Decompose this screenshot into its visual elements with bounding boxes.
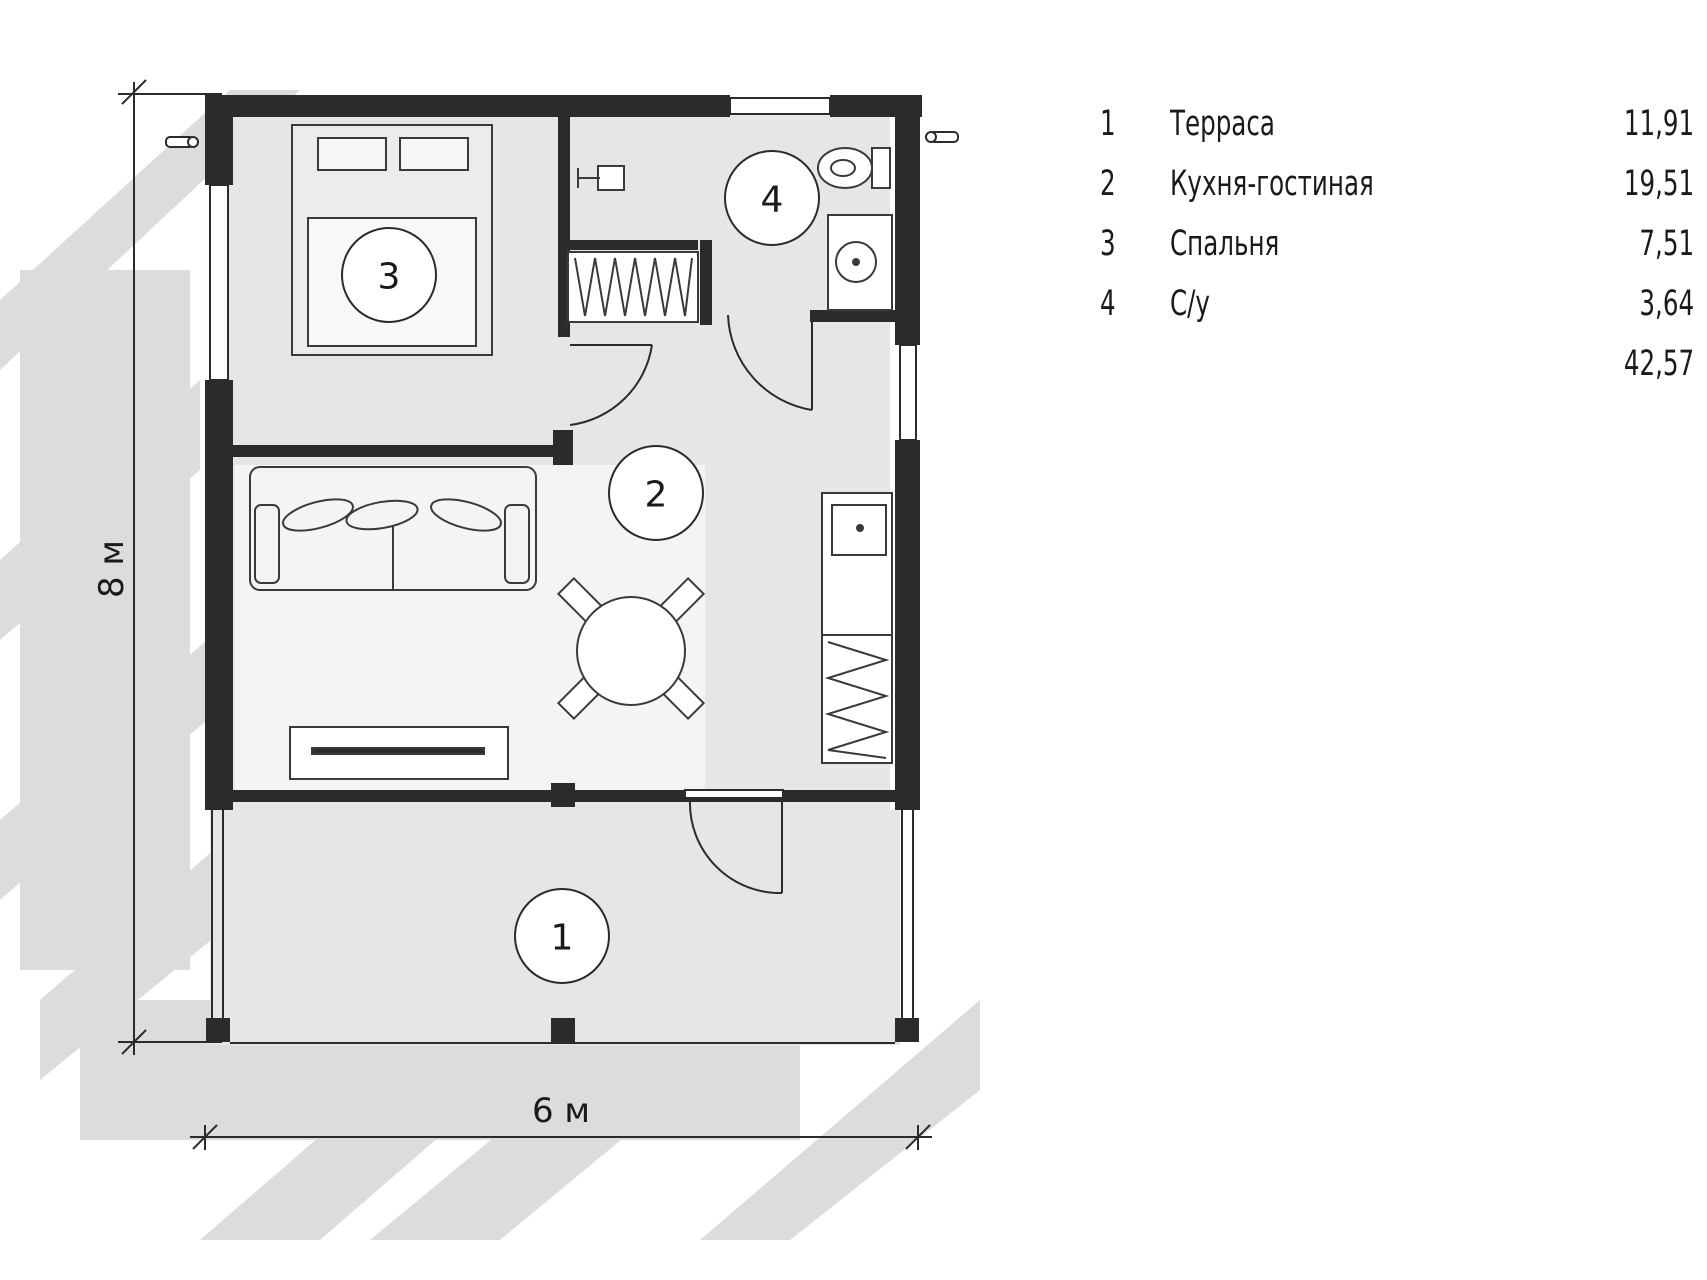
legend-room-name: С/у [1170, 284, 1210, 324]
legend-room-name: Терраса [1170, 104, 1275, 144]
terrace-rails [211, 802, 914, 1044]
room-4-marker: 4 [724, 150, 820, 246]
svg-text:4: 4 [761, 180, 784, 221]
wall-lamps [165, 131, 959, 148]
room-2-marker: 2 [608, 445, 704, 541]
entrance-door-frame [684, 789, 784, 799]
room-1-marker: 1 [514, 888, 610, 984]
legend-row-1: 1 Терраса 11,91 [1100, 104, 1700, 164]
legend-total-area: 42,57 [1623, 344, 1694, 384]
legend-room-number: 4 [1100, 284, 1116, 324]
doors [569, 314, 813, 895]
bathroom-sink [827, 214, 893, 311]
tv-stand [289, 726, 509, 780]
svg-text:3: 3 [378, 257, 401, 298]
terrace-posts [206, 783, 919, 1042]
width-dimension-label: 6 м [532, 1091, 590, 1131]
legend-row-3: 3 Спальня 7,51 [1100, 224, 1700, 284]
height-dimension-label: 8 м [92, 540, 132, 598]
legend-total-row: 42,57 [1100, 344, 1700, 404]
legend-room-area: 11,91 [1623, 104, 1694, 144]
sofa [249, 466, 537, 591]
svg-text:1: 1 [551, 918, 574, 959]
legend-room-number: 3 [1100, 224, 1116, 264]
height-dimension-line [118, 79, 222, 1055]
legend-row-2: 2 Кухня-гостиная 19,51 [1100, 164, 1700, 224]
dining-table [556, 576, 706, 721]
wardrobe [567, 251, 699, 323]
svg-text:2: 2 [645, 475, 668, 516]
legend-row-4: 4 С/у 3,64 [1100, 284, 1700, 344]
legend-room-name: Кухня-гостиная [1170, 164, 1374, 204]
legend-room-name: Спальня [1170, 224, 1280, 264]
toilet [817, 147, 891, 189]
legend-room-area: 7,51 [1639, 224, 1694, 264]
room-legend: 1 Терраса 11,91 2 Кухня-гостиная 19,51 3… [1100, 104, 1700, 404]
legend-room-area: 19,51 [1623, 164, 1694, 204]
legend-room-number: 2 [1100, 164, 1116, 204]
shower-tap [577, 165, 625, 191]
room-3-marker: 3 [341, 227, 437, 323]
legend-room-area: 3,64 [1639, 284, 1694, 324]
windows [209, 97, 917, 441]
floor-plan: 1 2 3 4 8 м [0, 79, 980, 1240]
kitchen-counter [821, 492, 893, 764]
legend-room-number: 1 [1100, 104, 1116, 144]
width-dimension-line [190, 1124, 932, 1150]
